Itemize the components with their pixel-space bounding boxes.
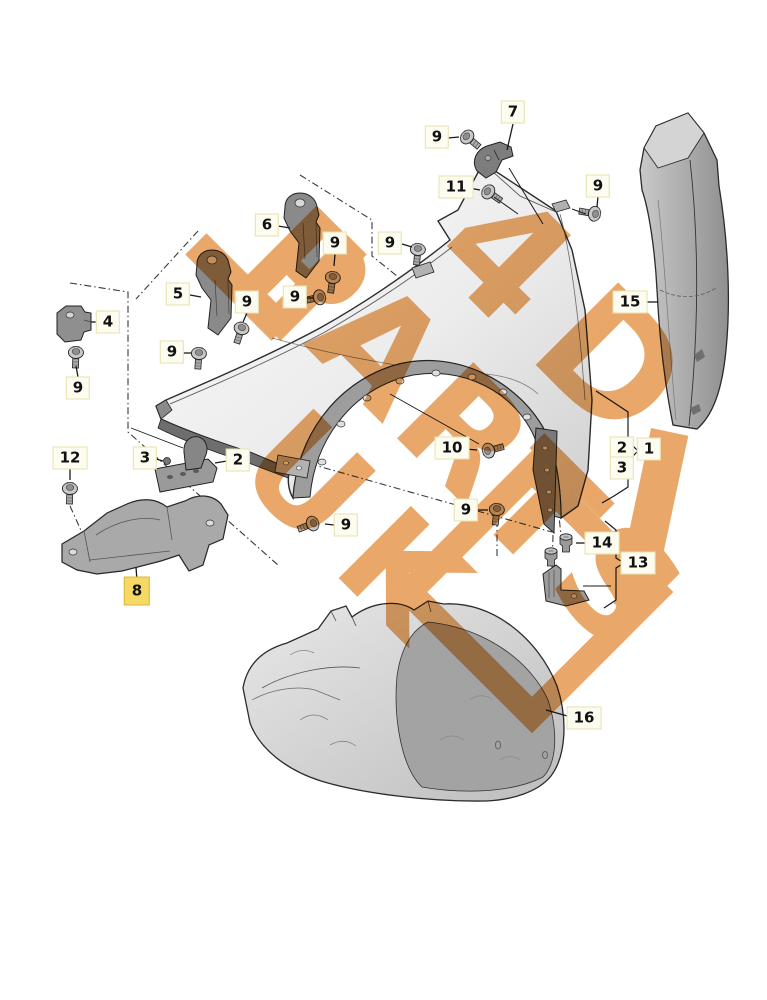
part-label-3[interactable]: 3 (132, 446, 158, 470)
part-label-9[interactable]: 9 (377, 231, 403, 255)
part-label-9[interactable]: 9 (585, 174, 611, 198)
hinge-2-part (154, 436, 218, 493)
bracket-13-part (542, 564, 590, 607)
part-label-12[interactable]: 12 (52, 446, 88, 470)
part-label-15[interactable]: 15 (612, 290, 648, 314)
part-label-4[interactable]: 4 (95, 310, 121, 334)
part-label-9[interactable]: 9 (282, 285, 308, 309)
part-label-9[interactable]: 9 (453, 498, 479, 522)
part-label-5[interactable]: 5 (165, 282, 191, 306)
part-label-11[interactable]: 11 (438, 175, 474, 199)
part-label-1[interactable]: 1 (636, 437, 662, 461)
part-label-8-highlighted[interactable]: 8 (123, 576, 151, 606)
part-label-13[interactable]: 13 (620, 551, 656, 575)
part-label-16[interactable]: 16 (566, 706, 602, 730)
bracket-5-part (195, 249, 233, 336)
bracket-8-part (61, 495, 229, 575)
part-label-2[interactable]: 2 (225, 448, 251, 472)
part-label-9[interactable]: 9 (159, 340, 185, 364)
part-label-9[interactable]: 9 (234, 290, 260, 314)
part-label-9[interactable]: 9 (65, 376, 91, 400)
wheel-liner-part (242, 600, 565, 802)
part-label-10[interactable]: 10 (434, 436, 470, 460)
bracket-6-part (283, 192, 321, 279)
fender-part (155, 161, 593, 535)
clip-7-part (473, 141, 514, 179)
pin-3-part (163, 457, 171, 465)
part-label-14[interactable]: 14 (584, 531, 620, 555)
part-label-3[interactable]: 3 (609, 456, 635, 480)
part-label-9[interactable]: 9 (322, 231, 348, 255)
part-label-9[interactable]: 9 (333, 513, 359, 537)
part-label-6[interactable]: 6 (254, 213, 280, 237)
part-label-7[interactable]: 7 (500, 100, 526, 124)
pillar-trim-part (639, 112, 730, 430)
bracket-4-part (56, 305, 92, 343)
part-label-9[interactable]: 9 (424, 125, 450, 149)
